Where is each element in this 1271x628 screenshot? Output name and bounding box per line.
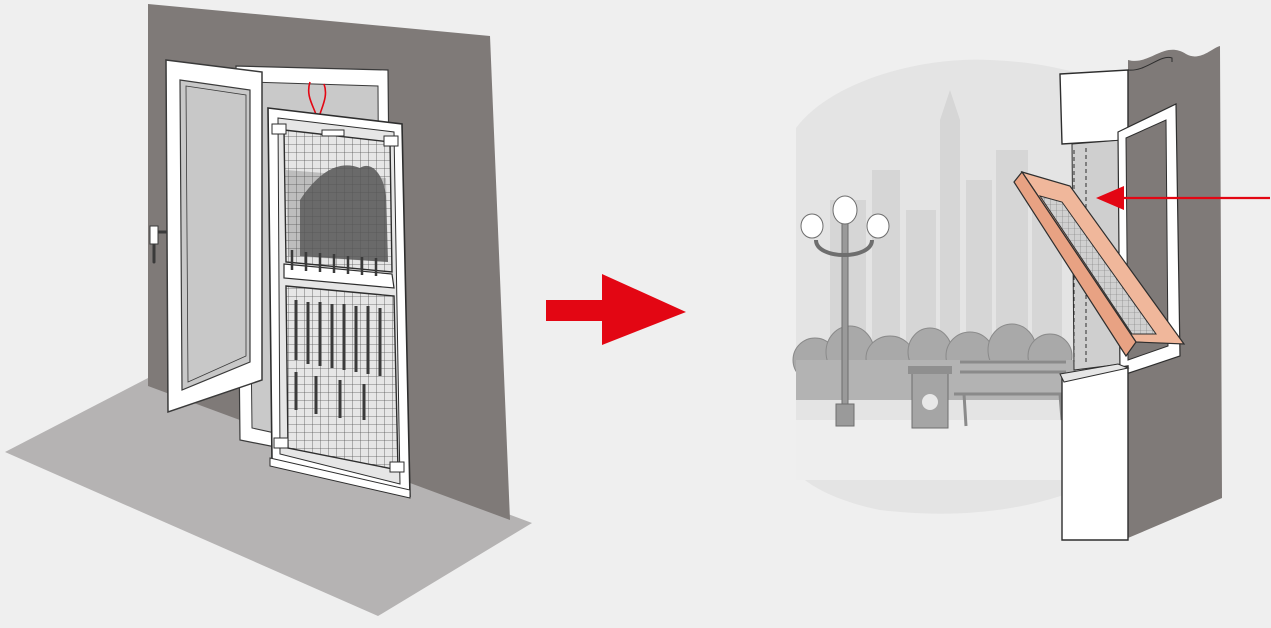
window-installation-illustration (793, 46, 1222, 540)
arrow-right-icon (546, 274, 686, 345)
door-screen (268, 82, 410, 498)
door-installation-illustration (5, 4, 532, 616)
window-sill (1062, 366, 1128, 540)
trash-bin (908, 366, 952, 428)
